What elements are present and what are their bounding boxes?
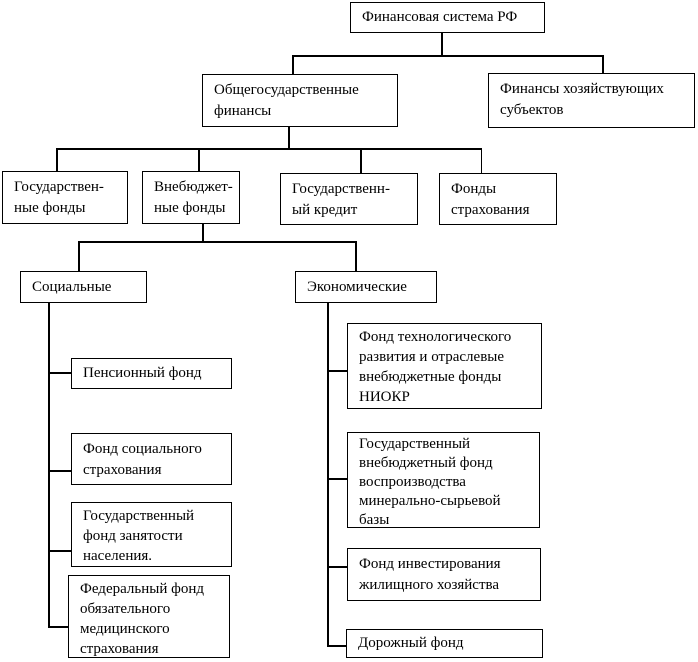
node-insurance-funds: Фонды страхования [439,173,557,225]
node-state-credit: Государственн- ый кредит [280,173,418,225]
node-extrabudgetary-funds: Внебюджет- ные фонды [142,171,240,224]
connector-line [48,626,68,628]
node-business-entities-finances: Финансы хозяйствующих субъектов [488,73,695,128]
connector-line [48,303,50,627]
connector-line [480,148,482,173]
node-economic-funds: Экономические [295,271,437,303]
node-state-finances: Общегосударственные финансы [202,74,398,127]
node-state-funds: Государствен- ные фонды [2,171,128,224]
connector-line [56,148,482,150]
connector-line [327,645,346,647]
node-medical-insurance-fund: Федеральный фонд обязательного медицинск… [68,575,230,658]
connector-line [292,55,603,57]
connector-line [360,148,362,173]
connector-line [48,550,71,552]
node-pension-fund: Пенсионный фонд [71,358,232,389]
node-social-funds: Социальные [20,271,147,303]
connector-line [56,148,58,171]
node-employment-fund: Государственный фонд занятости населения… [71,502,232,567]
connector-line [288,127,290,148]
connector-line [78,241,356,243]
connector-line [327,478,347,480]
connector-line [202,224,204,241]
connector-line [292,55,294,74]
connector-line [48,470,71,472]
connector-line [602,55,604,73]
node-housing-investment-fund: Фонд инвестирования жилищного хозяйства [347,548,541,601]
connector-line [78,241,80,271]
connector-line [327,566,347,568]
node-financial-system-rf: Финансовая система РФ [350,2,545,33]
connector-line [48,372,71,374]
connector-line [327,370,347,372]
node-niokr-fund: Фонд технологического развития и отрасле… [347,323,542,409]
connector-line [327,303,329,646]
node-road-fund: Дорожный фонд [346,629,543,658]
connector-line [441,33,443,55]
node-social-insurance-fund: Фонд социального страхования [71,433,232,485]
node-mineral-base-fund: Государственный внебюджетный фонд воспро… [347,432,540,528]
connector-line [355,241,357,271]
connector-line [198,148,200,171]
